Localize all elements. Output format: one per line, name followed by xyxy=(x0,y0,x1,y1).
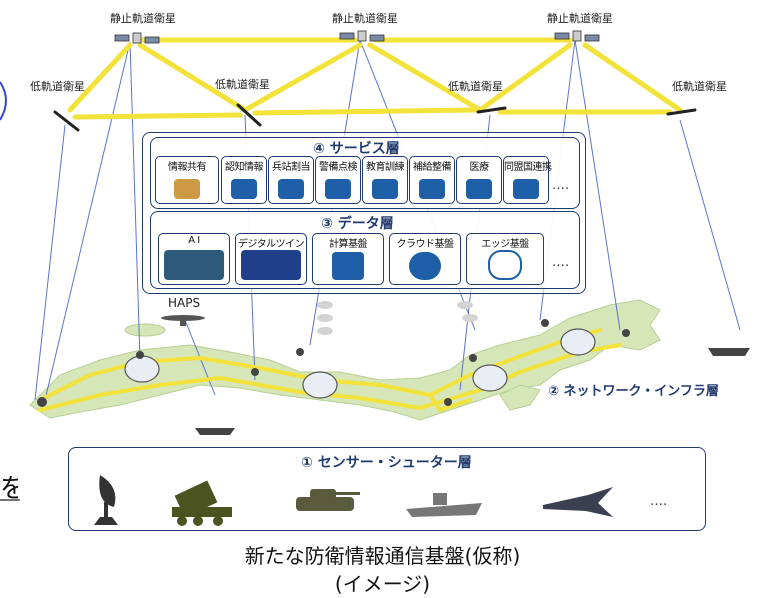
caption-title: 新たな防衛情報通信基盤(仮称) xyxy=(244,544,521,568)
data-tile-4: クラウド基盤 xyxy=(389,233,461,285)
data-tile-1: A I xyxy=(158,233,230,285)
missile-launcher-icon xyxy=(172,480,232,526)
leo-satellite-label-1: 低軌道衛星 xyxy=(30,80,85,93)
sensor-more: …. xyxy=(650,494,667,509)
data-tile-label: エッジ基盤 xyxy=(481,239,529,250)
warship-icon xyxy=(406,493,482,517)
chat-icon xyxy=(513,179,539,199)
digital-twin-icon xyxy=(241,250,301,280)
sensor-layer-title: ① センサー・シューター層 xyxy=(301,455,472,471)
sensor-icons: …. xyxy=(94,475,667,526)
tools-icon xyxy=(419,179,445,199)
ground-antenna-icons xyxy=(37,319,630,407)
cloud-marks xyxy=(317,301,478,335)
server-icon xyxy=(332,252,364,280)
ai-image-icon xyxy=(164,250,224,280)
edge-text-fragment: を xyxy=(0,474,18,504)
edge-bracket-mark xyxy=(0,81,7,121)
data-tile-label: 計算基盤 xyxy=(329,239,368,250)
data-tile-label: A I xyxy=(188,235,200,246)
data-layer-title: ③ データ層 xyxy=(321,216,394,232)
graduation-cap-icon xyxy=(372,179,398,199)
geo-satellite-label-2: 静止軌道衛星 xyxy=(332,12,398,25)
geo-satellite-icons xyxy=(114,30,600,44)
service-more: …. xyxy=(552,178,570,193)
network-nodes-icon xyxy=(488,250,522,280)
service-tile-5: 教育訓練 xyxy=(362,156,408,204)
data-tile-label: クラウド基盤 xyxy=(396,239,455,250)
service-tile-label: 情報共有 xyxy=(168,162,207,173)
service-tile-label: 兵站割当 xyxy=(272,162,311,173)
network-nodes xyxy=(124,328,596,399)
japan-map xyxy=(29,299,661,421)
leo-satellite-label-3: 低軌道衛星 xyxy=(448,80,503,93)
radar-dish-icon xyxy=(94,475,118,525)
service-tile-label: 医療 xyxy=(469,162,490,173)
data-more: …. xyxy=(552,255,570,270)
service-tile-label: 教育訓練 xyxy=(366,162,405,173)
caption-subtitle: (イメージ) xyxy=(334,572,431,596)
network-layer-label: ② ネットワーク・インフラ層 xyxy=(548,384,719,399)
service-layer-title: ④ サービス層 xyxy=(313,141,400,157)
data-tile-5: エッジ基盤 xyxy=(466,233,544,285)
cloud-icon xyxy=(409,252,441,280)
data-tile-2: デジタルツイン xyxy=(235,233,307,285)
service-tile-1: 情報共有 xyxy=(155,156,219,204)
fighter-jet-icon xyxy=(543,487,613,517)
puzzle-icon xyxy=(278,179,304,199)
chat-icon xyxy=(231,179,257,199)
service-tile-label: 補給整備 xyxy=(413,162,452,173)
satellite-links xyxy=(67,37,683,120)
geo-satellite-label-3: 静止軌道衛星 xyxy=(547,12,613,25)
service-tile-2: 認知情報 xyxy=(221,156,267,204)
ship-icons xyxy=(195,348,750,435)
leo-satellite-label-4: 低軌道衛星 xyxy=(672,80,727,93)
service-tile-7: 医療 xyxy=(456,156,502,204)
camera-icon xyxy=(325,179,351,199)
service-tile-label: 同盟国連携 xyxy=(504,162,552,173)
haps-icon xyxy=(161,315,205,326)
leo-satellite-icons xyxy=(53,103,697,132)
info-share-icon xyxy=(174,179,200,199)
data-tile-label: デジタルツイン xyxy=(237,239,305,250)
haps-label: HAPS xyxy=(168,296,201,310)
service-tile-3: 兵站割当 xyxy=(268,156,314,204)
geo-satellite-label-1: 静止軌道衛星 xyxy=(110,12,176,25)
leo-satellite-label-2: 低軌道衛星 xyxy=(215,78,270,91)
syringe-icon xyxy=(466,179,492,199)
service-tile-6: 補給整備 xyxy=(409,156,455,204)
data-tile-3: 計算基盤 xyxy=(312,233,384,285)
service-tile-4: 警備点検 xyxy=(315,156,361,204)
service-tile-8: 同盟国連携 xyxy=(503,156,552,204)
tank-icon xyxy=(296,489,360,511)
service-tile-label: 警備点検 xyxy=(319,162,358,173)
service-tile-label: 認知情報 xyxy=(225,162,264,173)
